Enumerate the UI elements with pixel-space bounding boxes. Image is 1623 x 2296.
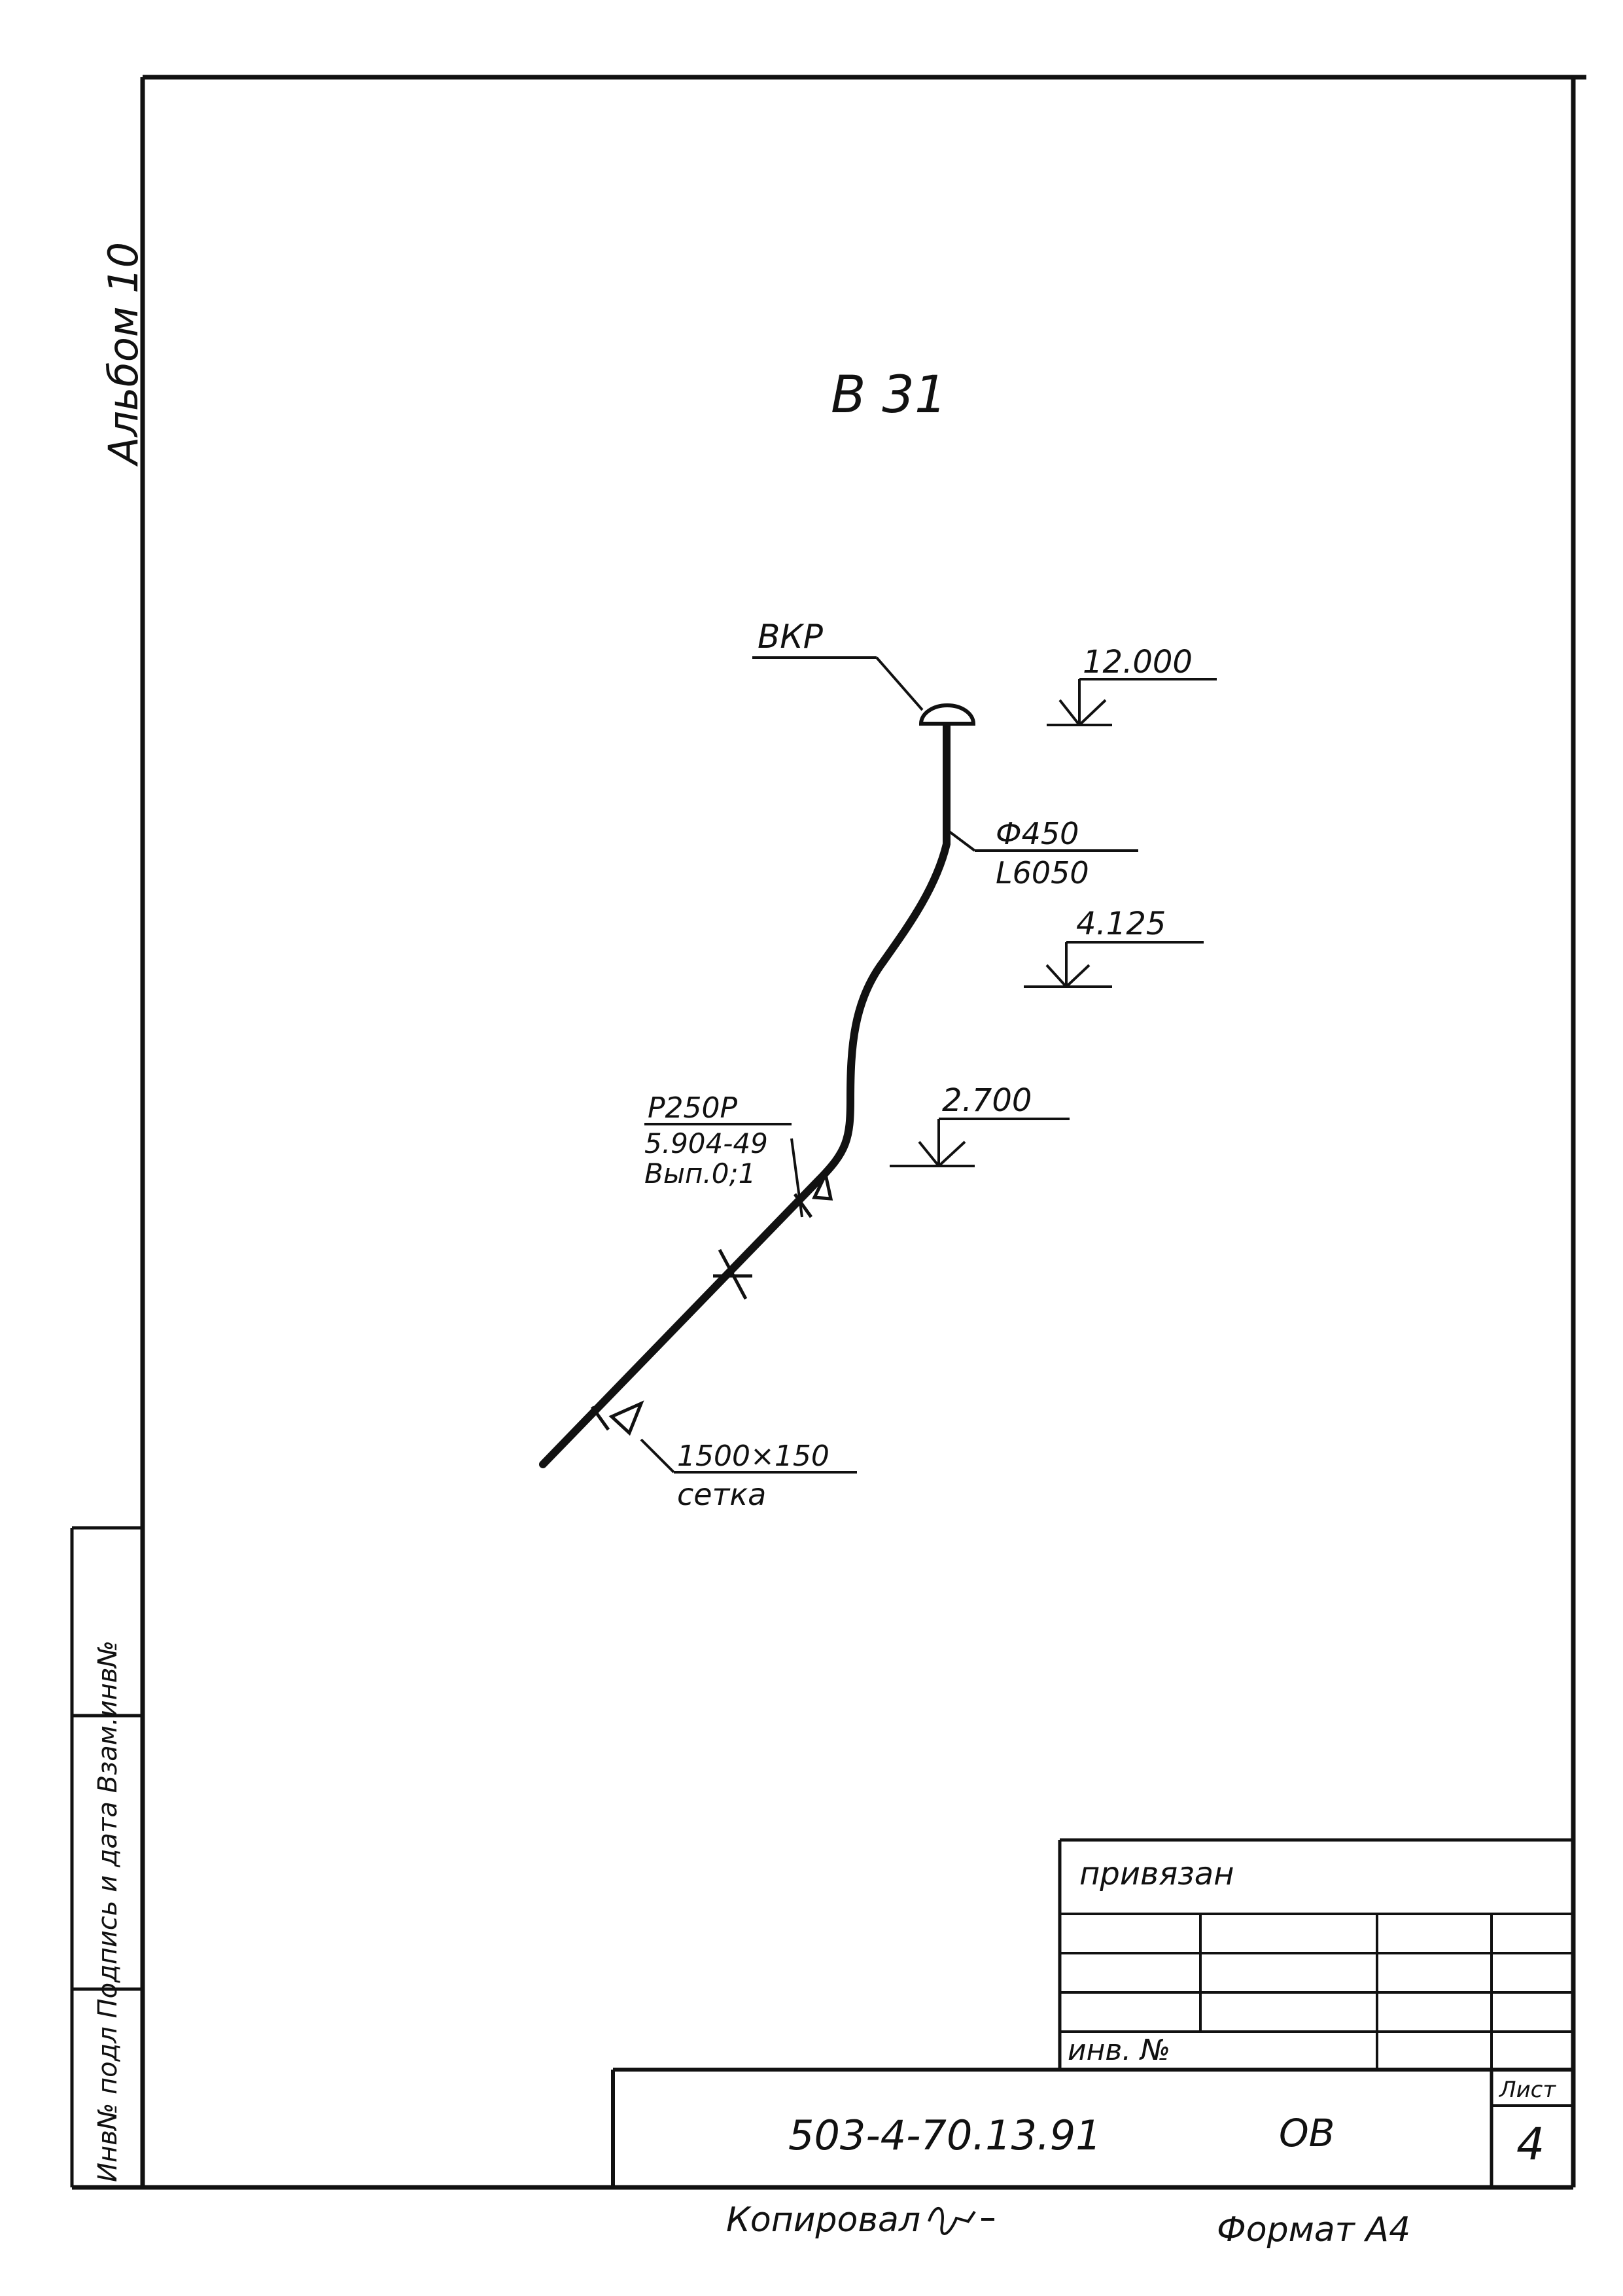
doc-suffix: ОВ bbox=[1279, 2111, 1335, 2155]
duct-line bbox=[539, 722, 951, 1468]
grille-size-label: 1500×150 bbox=[677, 1439, 829, 1473]
level-label-2700: 2.700 bbox=[942, 1082, 1032, 1119]
valve-issue: Вып.0;1 bbox=[644, 1157, 756, 1190]
sheet-number: 4 bbox=[1516, 2119, 1544, 2170]
format-label: Формат А4 bbox=[1217, 2210, 1410, 2250]
valve-label: Р250Р bbox=[648, 1091, 738, 1125]
left-strip-label: Инв№ подл Подпись и дата Взам.инв№ bbox=[93, 1640, 123, 2182]
inv-no-label: инв. № bbox=[1068, 2034, 1170, 2067]
copier-signature bbox=[928, 2206, 994, 2235]
grille-type-label: сетка bbox=[677, 1477, 766, 1512]
duct-diagram: ВКР Ф450 L6050 Р250Р 5.904-49 Вып.0;1 15… bbox=[539, 618, 1138, 1512]
pipe-length-label: L6050 bbox=[996, 855, 1089, 891]
level-mark-12000: 12.000 bbox=[1047, 644, 1217, 726]
level-label-12000: 12.000 bbox=[1083, 644, 1193, 680]
level-mark-2700: 2.700 bbox=[890, 1082, 1070, 1167]
pipe-diameter-label: Ф450 bbox=[996, 816, 1079, 851]
valve-ref: 5.904-49 bbox=[644, 1127, 768, 1159]
roof-fan-cap bbox=[918, 703, 976, 726]
top-device-label: ВКР bbox=[758, 618, 824, 656]
valve-symbol bbox=[812, 1169, 833, 1201]
level-label-4125: 4.125 bbox=[1076, 906, 1166, 942]
sheet-frame bbox=[72, 75, 1586, 2190]
copied-label: Копировал bbox=[726, 2200, 920, 2240]
grille-symbol bbox=[608, 1400, 644, 1436]
level-mark-4125: 4.125 bbox=[1024, 906, 1204, 988]
album-label: Альбом 10 bbox=[99, 242, 147, 467]
doc-code: 503-4-70.13.91 bbox=[788, 2111, 1102, 2159]
left-stamp-strip: Инв№ подл Подпись и дата Взам.инв№ bbox=[70, 1526, 143, 2187]
sheet-label: Лист bbox=[1498, 2077, 1556, 2103]
privyazan-label: привязан bbox=[1079, 1856, 1234, 1892]
title-block: привязан инв. № 503-4-70.13.91 ОВ Лист 4 bbox=[611, 1838, 1573, 2187]
system-title: В 31 bbox=[831, 366, 947, 425]
